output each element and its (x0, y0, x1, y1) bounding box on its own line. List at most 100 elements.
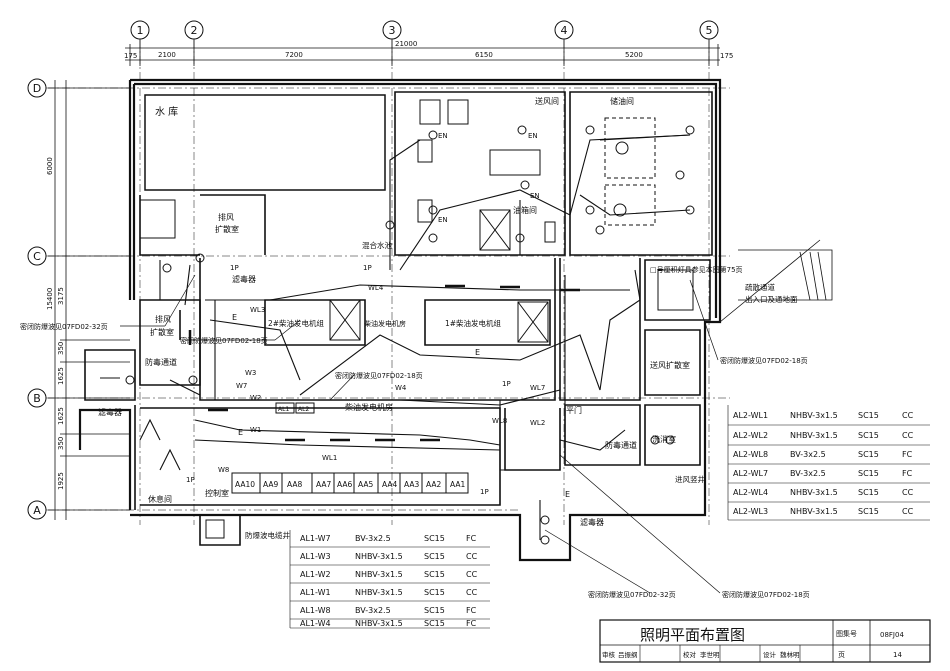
room-exhaust-fan-2: 扩散室 (215, 224, 239, 234)
drawing-label: SC15 (858, 411, 879, 420)
label-w3: W3 (245, 369, 256, 377)
drawing-label: SC15 (858, 450, 879, 459)
grid-lines (46, 40, 730, 525)
drawing-label: FC (466, 619, 477, 628)
room-exhaust-fan: 排风 (218, 212, 234, 222)
drawing-label: CC (902, 431, 914, 440)
room-oil-tank: 油箱间 (513, 205, 537, 215)
label-1p-2: 1P (363, 264, 372, 272)
review-label: 审核 (602, 650, 616, 659)
room-decontam-room: 洗消室 (652, 434, 676, 444)
drawing-label: CC (466, 588, 478, 597)
panel-al1: AL1 (278, 406, 289, 413)
drawing-label: AL2-WL7 (733, 469, 768, 478)
dim-3175: 3175 (57, 287, 65, 305)
atlas-label: 图集号 (836, 629, 857, 638)
drawing-label: NHBV-3x1.5 (790, 507, 838, 516)
room-mix-well: 混合水池 (362, 240, 392, 250)
drawing-label: BV-3x2.5 (355, 606, 391, 615)
dim-6150: 6150 (475, 51, 493, 59)
dim-5200: 5200 (625, 51, 643, 59)
label-wl2: WL2 (530, 419, 545, 427)
reviewer: 吕振纲 (618, 650, 638, 659)
drawing-label: NHBV-3x1.5 (355, 570, 403, 579)
equipment (139, 99, 694, 539)
label-w7: W7 (236, 382, 247, 390)
drawing-label: SC15 (424, 606, 445, 615)
dim-175-left: 175 (124, 52, 137, 60)
room-generator: 柴油发电机房 (364, 319, 406, 328)
panel-al2-box (295, 402, 315, 414)
drawing-label: AL1-W7 (300, 534, 331, 543)
axis-bubbles-left: D C B A (27, 78, 47, 520)
label-w4: W4 (395, 384, 407, 392)
label-en-4: EN (438, 216, 448, 224)
label-e-4: E (565, 490, 570, 499)
axis-5: 5 (706, 24, 713, 37)
drawing-label: NHBV-3x1.5 (790, 431, 838, 440)
label-e-1: E (232, 313, 237, 322)
axis-A: A (33, 504, 41, 517)
note-lamp: □号厘积灯具参见本图第75页 (650, 265, 743, 274)
drawing-label: BV-3x2.5 (790, 469, 826, 478)
room-ventilation: 送风扩散室 (650, 360, 690, 370)
dim-350b: 350 (57, 437, 65, 450)
axis-C: C (33, 250, 41, 263)
stair (719, 239, 833, 323)
label-1p-1: 1P (230, 264, 239, 272)
note-2: 密闭防爆波见07FD02-18页 (180, 336, 268, 345)
note-3: 密闭防爆波见07FD02-18页 (720, 356, 808, 365)
note-4: 密闭防爆波见07FD02-18页 (335, 371, 423, 380)
drawing-label: SC15 (858, 469, 879, 478)
axis-4: 4 (561, 24, 568, 37)
dim-1625b: 1625 (57, 407, 65, 425)
panel-AA5: AA5 (358, 480, 373, 489)
panel-AA4: AA4 (382, 480, 397, 489)
note-5: 密闭防爆波见07FD02-32页 (588, 590, 676, 599)
drawing-label: AL1-W4 (300, 619, 331, 628)
label-wl8: WL8 (492, 417, 507, 425)
panel-al1-box (275, 402, 295, 414)
panel-AA6: AA6 (337, 480, 352, 489)
axis-B: B (33, 392, 41, 405)
label-1p-5: 1P (186, 476, 195, 484)
drawing-label: AL1-W1 (300, 588, 331, 597)
drawing-label: FC (466, 534, 477, 543)
drawing-label: AL2-WL4 (733, 488, 768, 497)
dim-21000: 21000 (395, 40, 417, 48)
drawing-label: SC15 (424, 570, 445, 579)
room-diesel-1: 1#柴油发电机组 (445, 318, 502, 328)
drawing-label: AL2-WL1 (733, 411, 768, 420)
drawing-label: CC (466, 570, 478, 579)
drawing-label: CC (466, 552, 478, 561)
tube-lights (188, 284, 580, 442)
label-1p-3: 1P (502, 380, 511, 388)
drawing-label: SC15 (424, 534, 445, 543)
axis-2: 2 (191, 24, 198, 37)
drawing-label: AL2-WL3 (733, 507, 768, 516)
room-rest: 休息间 (148, 494, 172, 504)
dim-7200: 7200 (285, 51, 303, 59)
designer: 魏林明 (780, 650, 800, 659)
drawing-label: CC (902, 411, 914, 420)
drawing-label: CC (902, 507, 914, 516)
label-en-2: EN (528, 132, 538, 140)
circuit-labels: WL4 WL3 WL1 WL2 WL7 WL8 W1 W2 W3 W4 W7 W… (186, 132, 570, 499)
drawing-label: AL2-WL2 (733, 431, 768, 440)
drawing-label: NHBV-3x1.5 (355, 552, 403, 561)
drawing-label: FC (466, 606, 477, 615)
panel-AA10: AA10 (235, 480, 255, 489)
dim-6000: 6000 (46, 157, 54, 175)
drawing-label: AL2-WL8 (733, 450, 768, 459)
room-decontam-right: 防毒通道 (605, 440, 637, 450)
axis-D: D (33, 82, 41, 95)
label-w8: W8 (218, 466, 229, 474)
label-w1: W1 (250, 426, 261, 434)
drawing-label: FC (902, 450, 913, 459)
panel-AA1: AA1 (450, 480, 465, 489)
water-tank-room (144, 94, 386, 191)
panel-AA3: AA3 (404, 480, 419, 489)
checker: 李世明 (700, 650, 720, 659)
